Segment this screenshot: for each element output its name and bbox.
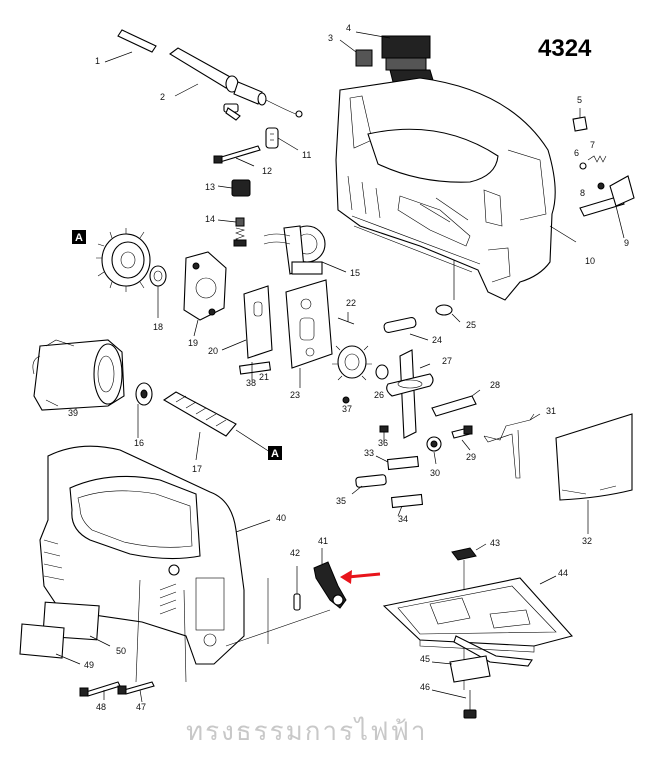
part-10-housing [335, 77, 577, 301]
part-32-guard [555, 413, 633, 534]
part-29-30 [426, 425, 473, 465]
part-label-24: 24 [432, 335, 442, 345]
part-16-bearing [135, 382, 153, 438]
part-number-labels: 1234567891011121314151617181920212223242… [68, 23, 629, 712]
part-label-23: 23 [290, 390, 300, 400]
part-label-1: 1 [95, 56, 100, 66]
part-label-30: 30 [430, 468, 440, 478]
parts-33-36 [351, 425, 424, 517]
part-39-stator [32, 339, 125, 411]
part-gear-large [96, 228, 167, 318]
part-label-20: 20 [208, 346, 218, 356]
part-label-17: 17 [192, 464, 202, 474]
part-label-44: 44 [558, 568, 568, 578]
part-28-plate [431, 389, 481, 417]
part-label-40: 40 [276, 513, 286, 523]
part-label-49: 49 [84, 660, 94, 670]
marker-a-lower: A [268, 446, 282, 460]
part-label-5: 5 [577, 95, 582, 105]
part-label-36: 36 [378, 438, 388, 448]
part-label-33: 33 [364, 448, 374, 458]
part-label-18: 18 [153, 322, 163, 332]
part-46-bolt [431, 689, 477, 719]
part-43-pad [451, 543, 487, 561]
part-23-slider-plate [285, 279, 333, 388]
part-label-6: 6 [574, 148, 579, 158]
part-label-45: 45 [420, 654, 430, 664]
part-label-48: 48 [96, 702, 106, 712]
part-17-armature [162, 391, 271, 461]
part-label-9: 9 [624, 238, 629, 248]
part-label-19: 19 [188, 338, 198, 348]
part-label-47: 47 [136, 702, 146, 712]
part-2-cord-guard [169, 47, 303, 121]
part-15-gear-box [263, 225, 347, 275]
part-label-16: 16 [134, 438, 144, 448]
part-gear-small [332, 345, 389, 404]
parts-13-14 [217, 179, 251, 247]
part-label-37: 37 [342, 404, 352, 414]
part-44-base [382, 575, 574, 667]
part-label-29: 29 [466, 452, 476, 462]
part-label-21: 21 [259, 372, 269, 382]
part-45-clamp [431, 655, 491, 683]
part-label-7: 7 [590, 140, 595, 150]
part-42-pin [293, 566, 301, 611]
part-label-4: 4 [346, 23, 351, 33]
part-label-34: 34 [398, 514, 408, 524]
part-49-label [19, 623, 81, 665]
part-label-31: 31 [546, 406, 556, 416]
part-label-26: 26 [374, 390, 384, 400]
part-label-13: 13 [205, 182, 215, 192]
part-label-35: 35 [336, 496, 346, 506]
part-label-38: 38 [246, 378, 256, 388]
highlight-arrow [340, 570, 381, 584]
part-label-41: 41 [318, 536, 328, 546]
part-27-plunger [386, 349, 434, 439]
part-label-14: 14 [205, 214, 215, 224]
part-25-oring [435, 260, 461, 323]
part-47-screw [117, 681, 155, 703]
part-24-pad [383, 316, 429, 341]
part-label-25: 25 [466, 320, 476, 330]
svg-text:A: A [75, 232, 83, 244]
part-label-8: 8 [580, 188, 585, 198]
part-label-11: 11 [302, 150, 311, 160]
part-21-38-clip [238, 361, 272, 380]
part-19-bearing-plate [183, 251, 227, 337]
part-label-28: 28 [490, 380, 500, 390]
part-22-pin [337, 312, 355, 325]
watermark: ทรงธรรมการไฟฟ้า [186, 716, 428, 747]
part-41-lever [313, 548, 347, 609]
part-label-2: 2 [160, 92, 165, 102]
part-label-15: 15 [350, 268, 360, 278]
part-label-3: 3 [328, 33, 333, 43]
parts-5-9 [572, 108, 635, 239]
part-20-plate [221, 285, 273, 359]
part-label-27: 27 [442, 356, 452, 366]
part-1-pin [104, 29, 157, 63]
model-number: 4324 [538, 35, 592, 62]
svg-text:A: A [271, 448, 279, 460]
marker-a-upper: A [72, 230, 86, 244]
part-48-screw [79, 681, 121, 700]
part-label-39: 39 [68, 408, 78, 418]
parts-11-12 [213, 127, 299, 167]
part-label-22: 22 [346, 298, 356, 308]
part-label-43: 43 [490, 538, 500, 548]
part-label-32: 32 [582, 536, 592, 546]
part-label-10: 10 [585, 256, 595, 266]
part-label-46: 46 [420, 682, 430, 692]
part-label-50: 50 [116, 646, 126, 656]
part-label-42: 42 [290, 548, 300, 558]
part-31-wire [483, 413, 541, 479]
part-label-12: 12 [262, 166, 272, 176]
